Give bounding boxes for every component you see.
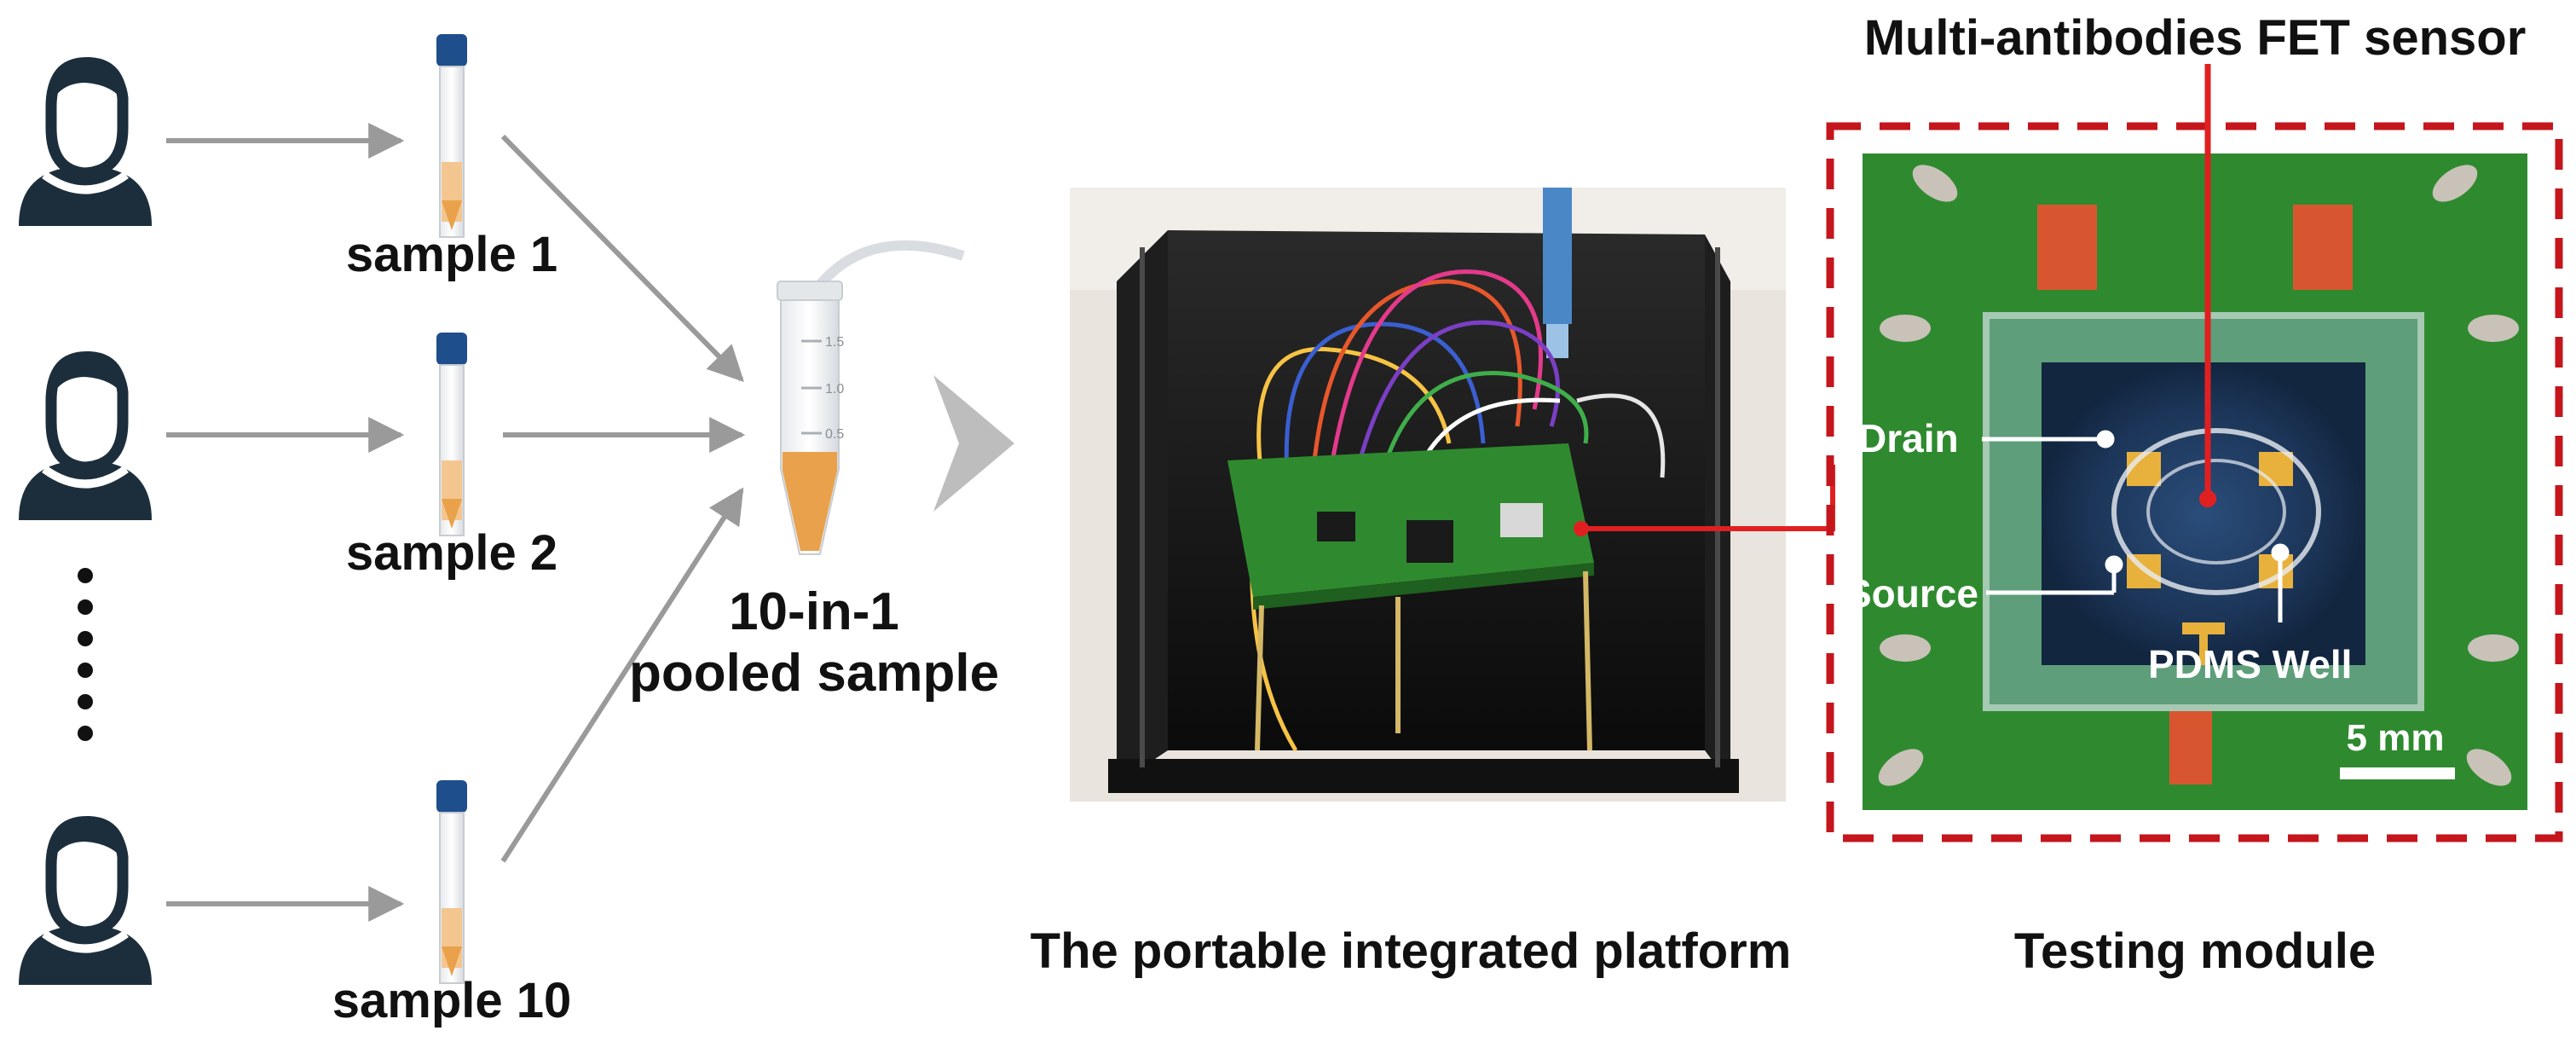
sample-tube [436, 780, 467, 984]
module-caption: Testing module [2014, 923, 2376, 979]
tube-mark: 0.5 [825, 427, 844, 442]
collection-arrows [166, 123, 405, 922]
module-photo [1863, 153, 2527, 810]
annotation-pointers [1982, 430, 2290, 622]
pooled-label-line2: pooled sample [629, 644, 999, 703]
ellipsis-dots [78, 568, 93, 741]
pooled-label-line1: 10-in-1 [729, 582, 899, 641]
person-icon [19, 815, 152, 985]
sample-label: sample 1 [346, 227, 557, 282]
pdms-label: PDMS Well [2148, 642, 2352, 686]
sensor-title: Multi-antibodies FET sensor [1864, 10, 2527, 66]
module-highlight-frame [1826, 122, 2563, 842]
drain-label: Drain [1858, 416, 1959, 460]
scale-label: 5 mm [2347, 717, 2445, 759]
pooled-tube: 1.5 1.0 0.5 [777, 240, 965, 555]
chevron-right-icon [933, 375, 1014, 512]
person-icon [19, 350, 152, 520]
pooling-arrows [500, 134, 746, 863]
sample-label: sample 10 [332, 973, 572, 1028]
platform-photo [1070, 188, 1786, 802]
tube-mark: 1.5 [825, 335, 844, 350]
source-label: Source [1845, 571, 1978, 616]
platform-caption: The portable integrated platform [1031, 923, 1792, 979]
person-icon [19, 56, 152, 226]
tube-mark: 1.0 [825, 382, 844, 397]
sample-label: sample 2 [346, 525, 557, 581]
sample-tube [436, 333, 467, 536]
scale-bar [2340, 767, 2455, 779]
sample-tube [436, 34, 467, 238]
